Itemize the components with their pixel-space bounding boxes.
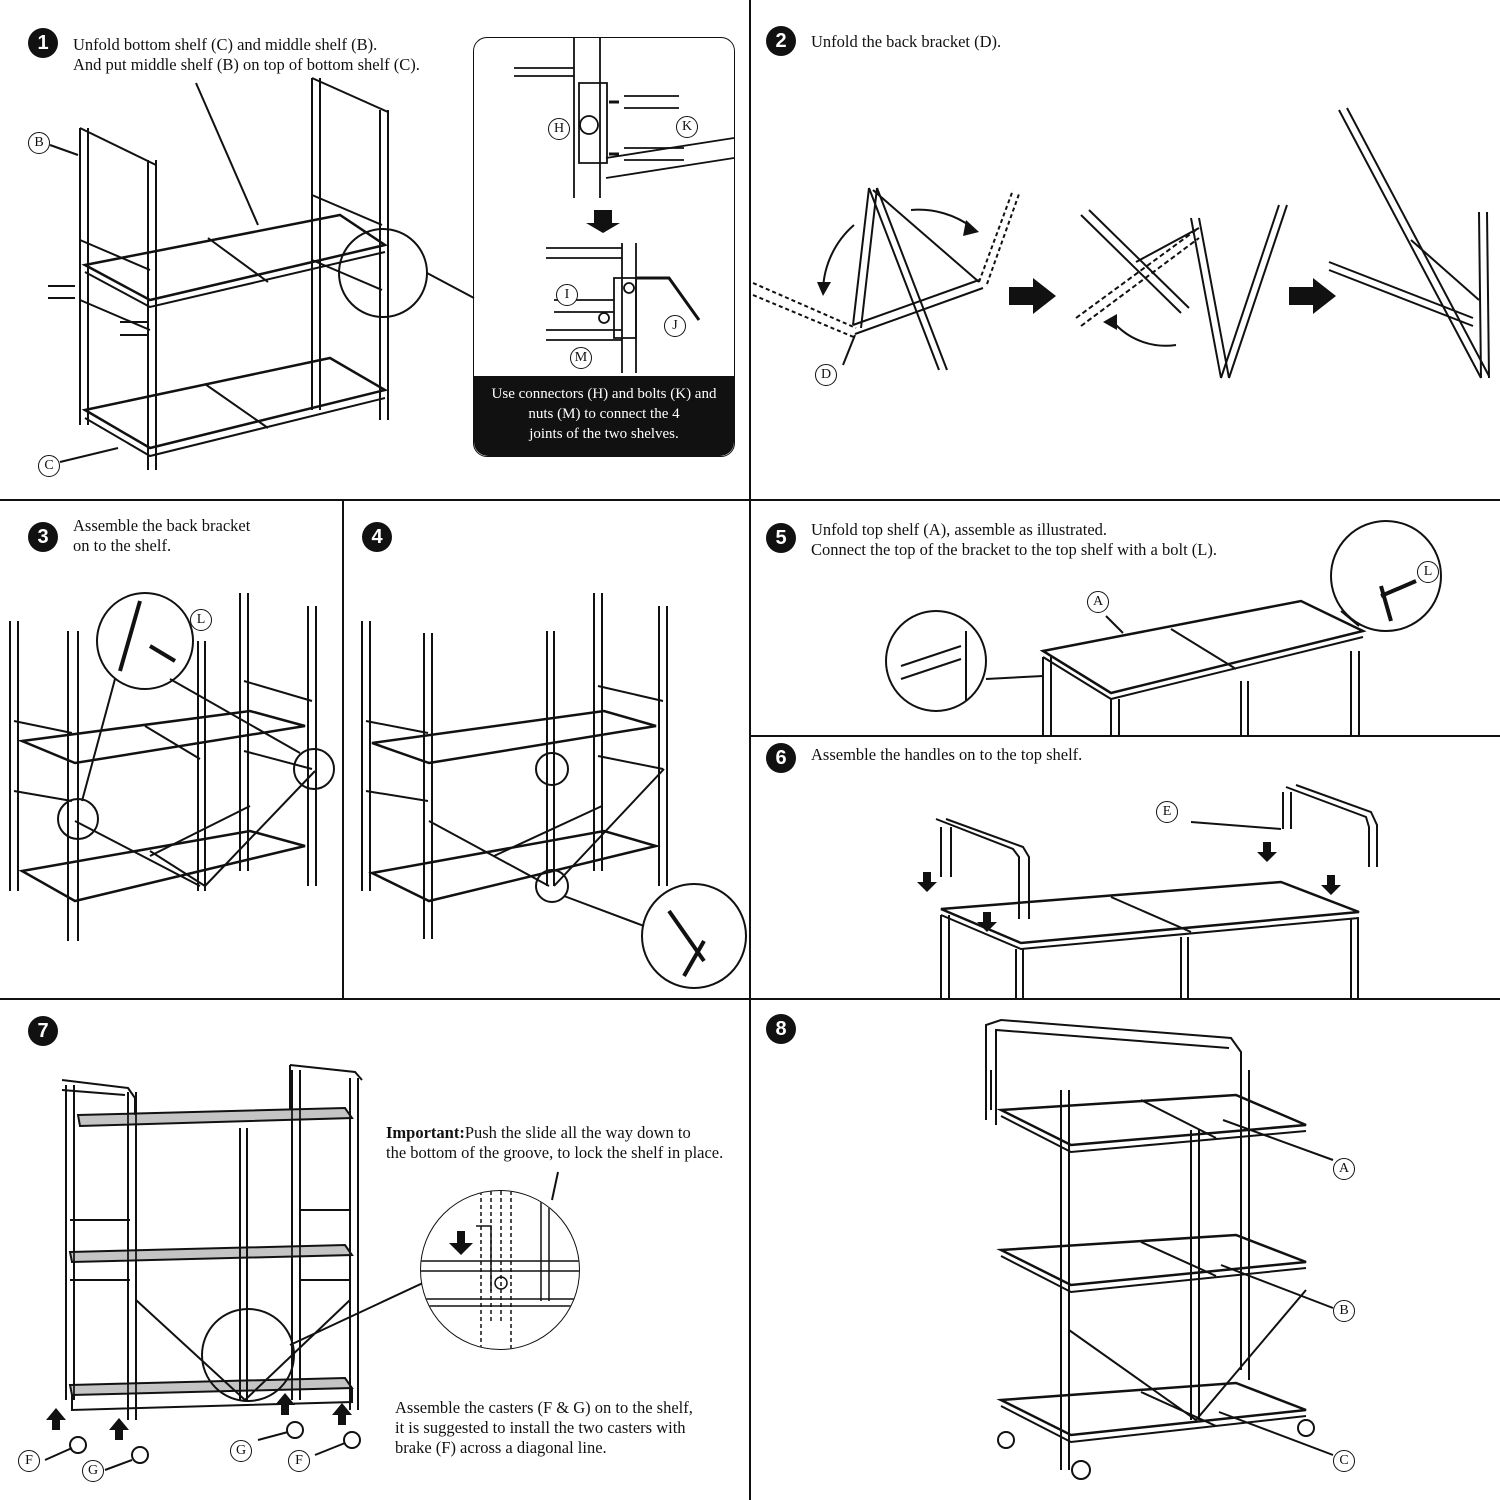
step-number-badge: 3 bbox=[28, 522, 58, 552]
caster-instructions: Assemble the casters (F & G) on to the s… bbox=[395, 1398, 693, 1458]
instruction-line: Connect the top of the bracket to the to… bbox=[811, 540, 1217, 559]
connector-detail-inset: H K I J M Use connectors (H) and bolts (… bbox=[473, 37, 735, 457]
caster-line: it is suggested to install the two caste… bbox=[395, 1418, 686, 1437]
two-shelf-frame-illustration bbox=[48, 77, 475, 470]
arrow-right-icon bbox=[1009, 278, 1056, 314]
arrow-up-icon bbox=[109, 1418, 129, 1440]
connector-instruction-box: Use connectors (H) and bolts (K) and nut… bbox=[474, 376, 734, 456]
step-number-badge: 1 bbox=[28, 28, 58, 58]
important-text: Push the slide all the way down to bbox=[464, 1123, 691, 1142]
part-label-j: J bbox=[664, 315, 686, 337]
important-note: Important:Push the slide all the way dow… bbox=[386, 1123, 723, 1163]
bracket-on-shelf-illustration bbox=[9, 592, 335, 941]
arrow-right-icon bbox=[1289, 278, 1336, 314]
divider-horizontal-5-6 bbox=[750, 735, 1500, 737]
step-number-badge: 6 bbox=[766, 743, 796, 773]
divider-vertical-main bbox=[749, 0, 751, 1500]
step-number-badge: 2 bbox=[766, 26, 796, 56]
instruction-line: Assemble the handles on to the top shelf… bbox=[811, 745, 1083, 764]
instruction-line: on to the shelf. bbox=[73, 536, 172, 555]
part-label-i: I bbox=[556, 284, 578, 306]
arrow-down-icon bbox=[1257, 842, 1277, 862]
rotate-arrow-icon bbox=[963, 220, 979, 236]
arrow-up-icon bbox=[275, 1393, 295, 1415]
arrow-down-icon bbox=[586, 210, 620, 233]
part-label-e: E bbox=[1156, 801, 1178, 823]
part-label-c: C bbox=[38, 455, 60, 477]
arrow-up-icon bbox=[332, 1403, 352, 1425]
part-label-b: B bbox=[1333, 1300, 1355, 1322]
part-label-d: D bbox=[815, 364, 837, 386]
step-2-panel: 2 Unfold the back bracket (D). D bbox=[751, 0, 1500, 499]
step-instructions: Unfold the back bracket (D). bbox=[811, 32, 1001, 52]
step-1-panel: 1 Unfold bottom shelf (C) and middle she… bbox=[0, 0, 749, 499]
step-6-panel: 6 Assemble the handles on to the top she… bbox=[751, 737, 1500, 998]
arrow-down-icon bbox=[449, 1231, 473, 1255]
arrow-down-icon bbox=[917, 872, 937, 892]
part-label-h: H bbox=[548, 118, 570, 140]
instruction-line: Assemble the back bracket bbox=[73, 516, 251, 535]
part-label-f: F bbox=[18, 1450, 40, 1472]
divider-horizontal-2 bbox=[0, 998, 1500, 1000]
step-4-panel: 4 bbox=[344, 501, 749, 998]
top-shelf-illustration bbox=[885, 520, 1442, 735]
step-instructions: Assemble the back bracket on to the shel… bbox=[73, 516, 250, 556]
instruction-line: And put middle shelf (B) on top of botto… bbox=[73, 55, 420, 74]
step-number-badge: 5 bbox=[766, 523, 796, 553]
divider-vertical-3-4 bbox=[342, 500, 344, 999]
box-line: joints of the two shelves. bbox=[529, 426, 679, 442]
step-number-badge: 7 bbox=[28, 1016, 58, 1046]
step-8-panel: 8 A B C bbox=[751, 1000, 1500, 1500]
arrow-down-icon bbox=[1321, 875, 1341, 895]
part-label-m: M bbox=[570, 347, 592, 369]
important-label: Important: bbox=[386, 1123, 465, 1142]
rotate-arrow-icon bbox=[817, 282, 831, 296]
slide-lock-detail bbox=[420, 1190, 580, 1350]
instruction-line: Unfold bottom shelf (C) and middle shelf… bbox=[73, 35, 378, 54]
part-label-l: L bbox=[1417, 561, 1439, 583]
connector-detail-drawing bbox=[514, 38, 734, 373]
divider-horizontal-1 bbox=[0, 499, 1500, 501]
step-number-badge: 4 bbox=[362, 522, 392, 552]
part-label-b: B bbox=[28, 132, 50, 154]
part-label-f: F bbox=[288, 1450, 310, 1472]
bracket-bolted-illustration bbox=[361, 593, 747, 989]
step-5-panel: 5 Unfold top shelf (A), assemble as illu… bbox=[751, 501, 1500, 735]
full-cart-with-casters-illustration bbox=[44, 1064, 559, 1471]
caster-line: brake (F) across a diagonal line. bbox=[395, 1438, 607, 1457]
finished-cart-illustration bbox=[985, 1018, 1334, 1480]
part-label-k: K bbox=[676, 116, 698, 138]
slide-lock-drawing bbox=[421, 1191, 579, 1349]
part-label-g: G bbox=[230, 1440, 252, 1462]
step-instructions: Assemble the handles on to the top shelf… bbox=[811, 745, 1082, 765]
instruction-line: Unfold the back bracket (D). bbox=[811, 32, 1002, 51]
step-instructions: Unfold top shelf (A), assemble as illust… bbox=[811, 520, 1217, 560]
part-label-c: C bbox=[1333, 1450, 1355, 1472]
note-line: Important:Push the slide all the way dow… bbox=[386, 1123, 723, 1143]
instruction-line: Unfold top shelf (A), assemble as illust… bbox=[811, 520, 1108, 539]
arrow-down-icon bbox=[977, 912, 997, 932]
arrow-up-icon bbox=[46, 1408, 66, 1430]
step-7-panel: 7 F G G F Important:Push the slide all t… bbox=[0, 1000, 749, 1500]
step-3-panel: 3 Assemble the back bracket on to the sh… bbox=[0, 501, 342, 998]
part-label-g: G bbox=[82, 1460, 104, 1482]
box-line: Use connectors (H) and bolts (K) and bbox=[491, 386, 717, 402]
part-label-l: L bbox=[190, 609, 212, 631]
handles-illustration bbox=[917, 784, 1378, 998]
step-number-badge: 8 bbox=[766, 1014, 796, 1044]
bracket-unfold-sequence bbox=[752, 107, 1490, 379]
step-instructions: Unfold bottom shelf (C) and middle shelf… bbox=[73, 35, 420, 75]
part-label-a: A bbox=[1333, 1158, 1355, 1180]
note-line: the bottom of the groove, to lock the sh… bbox=[386, 1143, 724, 1162]
caster-line: Assemble the casters (F & G) on to the s… bbox=[395, 1398, 693, 1417]
part-label-a: A bbox=[1087, 591, 1109, 613]
rotate-arrow-icon bbox=[1103, 314, 1117, 330]
box-line: nuts (M) to connect the 4 bbox=[528, 406, 680, 422]
